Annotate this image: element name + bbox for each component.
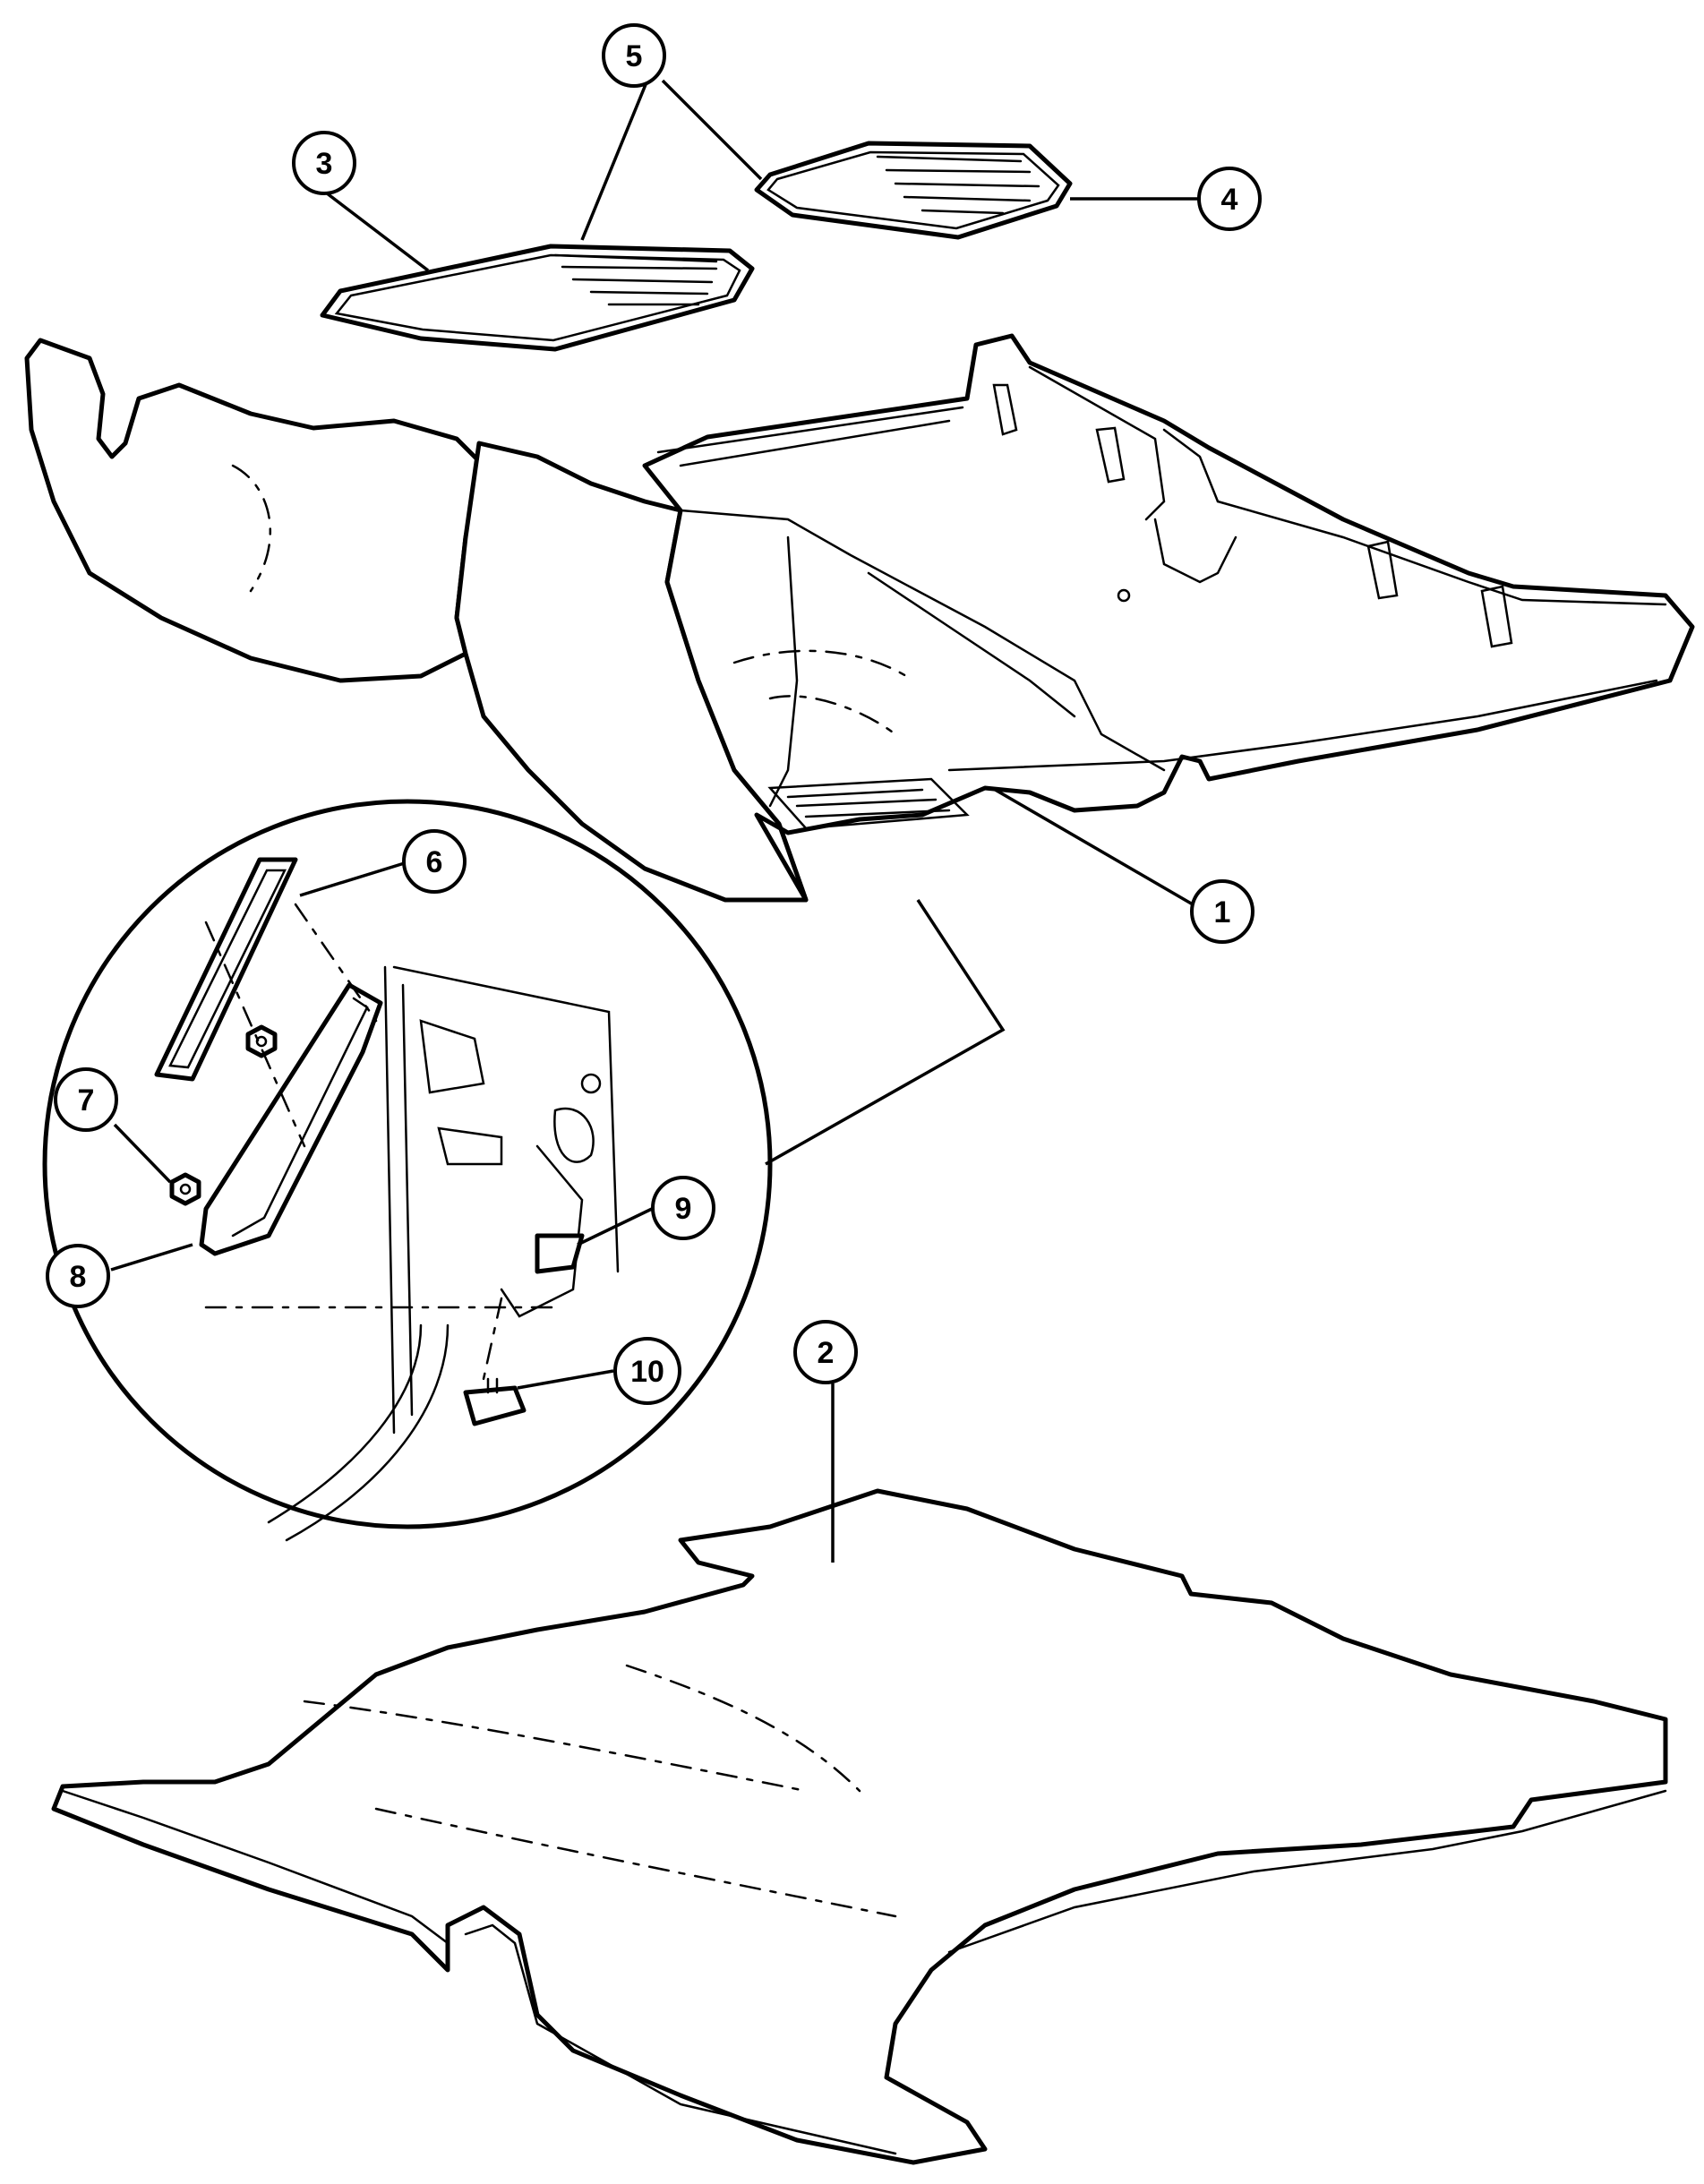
callout-1: 1 (1190, 879, 1254, 944)
callout-2: 2 (793, 1320, 858, 1384)
callout-1-label: 1 (1214, 895, 1231, 929)
callout-7: 7 (54, 1067, 118, 1132)
callout-10: 10 (613, 1337, 681, 1405)
detail-connector-line (765, 899, 1006, 1166)
carpet-underlay (51, 1488, 1668, 2165)
leader-lines (110, 79, 1200, 1563)
callout-9-label: 9 (675, 1192, 692, 1226)
callout-10-label: 10 (630, 1355, 664, 1389)
callout-3-label: 3 (316, 147, 333, 181)
callout-8: 8 (46, 1244, 110, 1308)
callout-9: 9 (651, 1176, 715, 1240)
callout-2-label: 2 (818, 1336, 835, 1370)
callout-5-label: 5 (626, 39, 643, 73)
detail-view (42, 799, 773, 1542)
callout-6: 6 (402, 829, 467, 894)
front-floor-mat (320, 244, 755, 352)
callout-7-label: 7 (78, 1083, 95, 1118)
rear-floor-mat (754, 141, 1073, 240)
callout-8-label: 8 (70, 1260, 87, 1294)
callout-6-label: 6 (426, 845, 443, 879)
callout-4-label: 4 (1221, 183, 1238, 217)
callout-5: 5 (602, 23, 666, 88)
callout-3: 3 (292, 131, 356, 195)
main-carpet-assembly (24, 333, 1695, 903)
callout-4: 4 (1197, 167, 1262, 231)
